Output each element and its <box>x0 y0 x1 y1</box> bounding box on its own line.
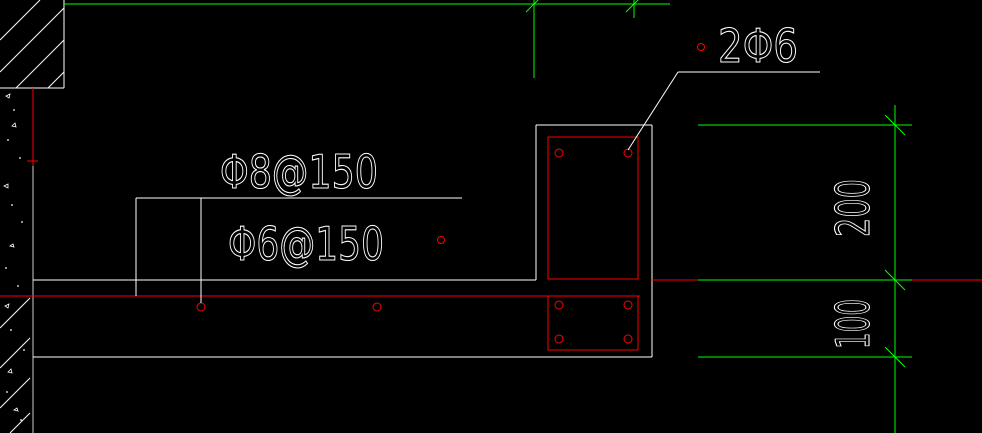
rebar-dot <box>372 302 382 312</box>
rebar-dot <box>196 302 206 312</box>
concrete-dots <box>5 109 25 421</box>
rebar-dot <box>554 334 564 344</box>
wall-lower-hatch <box>0 297 31 433</box>
beam-stirrup-lower <box>547 295 639 351</box>
dimension-chain <box>698 105 912 433</box>
top-grid-lines <box>64 0 670 78</box>
rebar-dot <box>623 334 633 344</box>
stirrup-label: Φ8@150 <box>220 145 378 199</box>
rebar-dot <box>554 148 564 158</box>
rebar-sections <box>196 43 705 344</box>
distribution-bars-label: Φ6@150 <box>228 217 384 271</box>
dimension-100: 100 <box>826 299 880 349</box>
left-wall <box>0 0 65 433</box>
rebar-dot <box>623 148 633 158</box>
rebar-dot <box>437 236 445 244</box>
wall-rebar <box>27 88 38 166</box>
rebar-dot <box>623 300 633 310</box>
dimension-200: 200 <box>826 179 880 237</box>
wall-hatch-block <box>0 0 65 89</box>
label-leaders <box>135 71 820 303</box>
slab-beam-outline <box>33 124 653 358</box>
rebar-dot <box>697 43 705 51</box>
rebar-dot <box>554 300 564 310</box>
beam-stirrup <box>547 136 639 280</box>
top-bars-label: 2Φ6 <box>718 19 798 73</box>
